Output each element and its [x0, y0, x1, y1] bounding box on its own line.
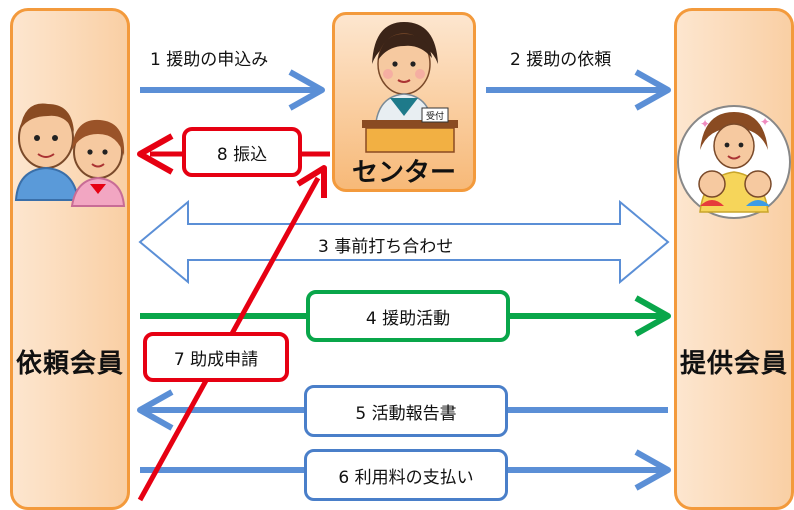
- arrow-1: [140, 69, 325, 111]
- svg-text:✦: ✦: [700, 117, 710, 131]
- arrow-3: [138, 199, 670, 285]
- reception-sign: 受付: [426, 110, 444, 122]
- step-2-label: 2 援助の依頼: [510, 50, 612, 70]
- step-5-label: 5 活動報告書: [355, 403, 457, 424]
- step-7-box: 7 助成申請: [143, 332, 289, 382]
- step-6-box: 6 利用料の支払い: [304, 449, 508, 501]
- provider-column: [674, 8, 794, 510]
- provider-label: 提供会員: [680, 349, 789, 379]
- receptionist-illustration: 受付: [362, 22, 458, 153]
- step-4-label: 4 援助活動: [365, 308, 451, 329]
- step-8-label: 8 振込: [216, 144, 268, 165]
- step-1-label: 1 援助の申込み: [150, 50, 269, 70]
- step-3-label: 3 事前打ち合わせ: [318, 237, 454, 257]
- family-illustration: [14, 103, 126, 207]
- step-8-box: 8 振込: [182, 127, 302, 177]
- step-4-box: 4 援助活動: [306, 290, 510, 342]
- center-label: センター: [351, 158, 456, 188]
- provider-illustration: ✦ ✦: [677, 105, 791, 219]
- step-6-label: 6 利用料の支払い: [338, 467, 474, 488]
- requester-label: 依頼会員: [16, 349, 125, 379]
- step-7-label: 7 助成申請: [173, 349, 259, 370]
- arrow-2: [486, 69, 671, 111]
- requester-column: [10, 8, 130, 510]
- svg-text:✦: ✦: [760, 115, 770, 129]
- step-5-box: 5 活動報告書: [304, 385, 508, 437]
